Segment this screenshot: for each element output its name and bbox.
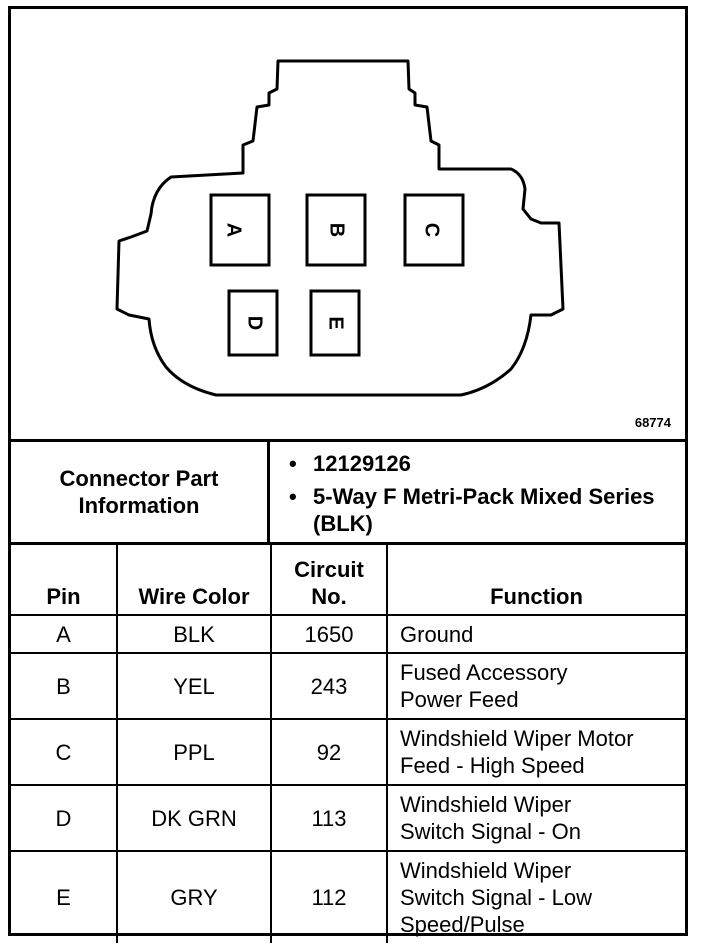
cell-wire-color: YEL: [116, 652, 272, 720]
pin-cavity-a: A: [209, 193, 271, 267]
part-info-label: Connector Part Information: [11, 442, 270, 542]
cell-function: Windshield Wiper Switch Signal - Low Spe…: [386, 850, 685, 943]
pin-cavity-e: E: [309, 289, 361, 357]
cell-wire-color: GRY: [116, 850, 272, 943]
table-row: C PPL 92 Windshield Wiper Motor Feed - H…: [11, 718, 685, 786]
cell-pin: E: [11, 850, 118, 943]
pin-table: Pin Wire Color Circuit No. Function A BL…: [11, 542, 685, 943]
header-function: Function: [386, 542, 685, 616]
pin-label-b: B: [326, 223, 348, 237]
bullet-icon: •: [289, 451, 297, 476]
function-line: Switch Signal - On: [400, 819, 581, 844]
pin-cavity-b: B: [305, 193, 367, 267]
cell-wire-color: PPL: [116, 718, 272, 786]
function-line: Power Feed: [400, 687, 519, 712]
part-info-list: • 12129126 • 5-Way F Metri-Pack Mixed Se…: [289, 450, 685, 543]
table-header-row: Pin Wire Color Circuit No. Function: [11, 542, 685, 616]
connector-outline: [115, 59, 565, 397]
function-line: Switch Signal - Low: [400, 885, 592, 910]
function-line: Ground: [400, 621, 474, 647]
pin-cavity-c: C: [403, 193, 465, 267]
function-line: Speed/Pulse: [400, 912, 525, 937]
table-row: A BLK 1650 Ground: [11, 614, 685, 654]
function-line: Fused Accessory: [400, 660, 568, 685]
connector-type: 5-Way F Metri-Pack Mixed Series (BLK): [313, 484, 655, 536]
pin-label-c: C: [421, 223, 443, 237]
cell-pin: A: [11, 614, 118, 654]
part-info-item: • 5-Way F Metri-Pack Mixed Series (BLK): [289, 483, 685, 537]
cell-circuit: 113: [270, 784, 388, 852]
figure-id: 68774: [634, 415, 671, 430]
part-number: 12129126: [313, 451, 411, 476]
cell-circuit: 1650: [270, 614, 388, 654]
cell-wire-color: BLK: [116, 614, 272, 654]
header-circuit-line: No.: [311, 584, 347, 609]
connector-face-diagram: A B C D E: [115, 59, 565, 397]
cell-function: Ground: [386, 614, 685, 654]
cell-function: Windshield Wiper Motor Feed - High Speed: [386, 718, 685, 786]
bullet-icon: •: [289, 484, 297, 509]
header-wire-color: Wire Color: [116, 542, 272, 616]
connector-sheet: A B C D E 68774 Connector Part Informati…: [8, 6, 688, 943]
cell-function: Windshield Wiper Switch Signal - On: [386, 784, 685, 852]
cell-pin: B: [11, 652, 118, 720]
cell-circuit: 243: [270, 652, 388, 720]
pin-label-d: D: [244, 316, 266, 330]
header-circuit: Circuit No.: [270, 542, 388, 616]
part-info-item: • 12129126: [289, 450, 685, 477]
function-line: Windshield Wiper: [400, 858, 572, 883]
cell-wire-color: DK GRN: [116, 784, 272, 852]
table-row: E GRY 112 Windshield Wiper Switch Signal…: [11, 850, 685, 943]
function-line: Windshield Wiper Motor: [400, 726, 634, 751]
cell-pin: D: [11, 784, 118, 852]
part-info-label-line: Connector Part: [59, 466, 219, 491]
connector-part-info: Connector Part Information • 12129126 • …: [11, 439, 685, 545]
header-pin: Pin: [11, 542, 118, 616]
cell-circuit: 112: [270, 850, 388, 943]
function-line: Feed - High Speed: [400, 753, 585, 778]
part-info-label-line: Information: [78, 493, 200, 518]
table-row: D DK GRN 113 Windshield Wiper Switch Sig…: [11, 784, 685, 852]
table-row: B YEL 243 Fused Accessory Power Feed: [11, 652, 685, 720]
pin-cavity-d: D: [227, 289, 279, 357]
function-line: Windshield Wiper: [400, 792, 572, 817]
pin-label-a: A: [223, 223, 245, 237]
pin-label-e: E: [325, 316, 347, 329]
cell-function: Fused Accessory Power Feed: [386, 652, 685, 720]
cell-circuit: 92: [270, 718, 388, 786]
header-circuit-line: Circuit: [294, 557, 364, 582]
cell-pin: C: [11, 718, 118, 786]
